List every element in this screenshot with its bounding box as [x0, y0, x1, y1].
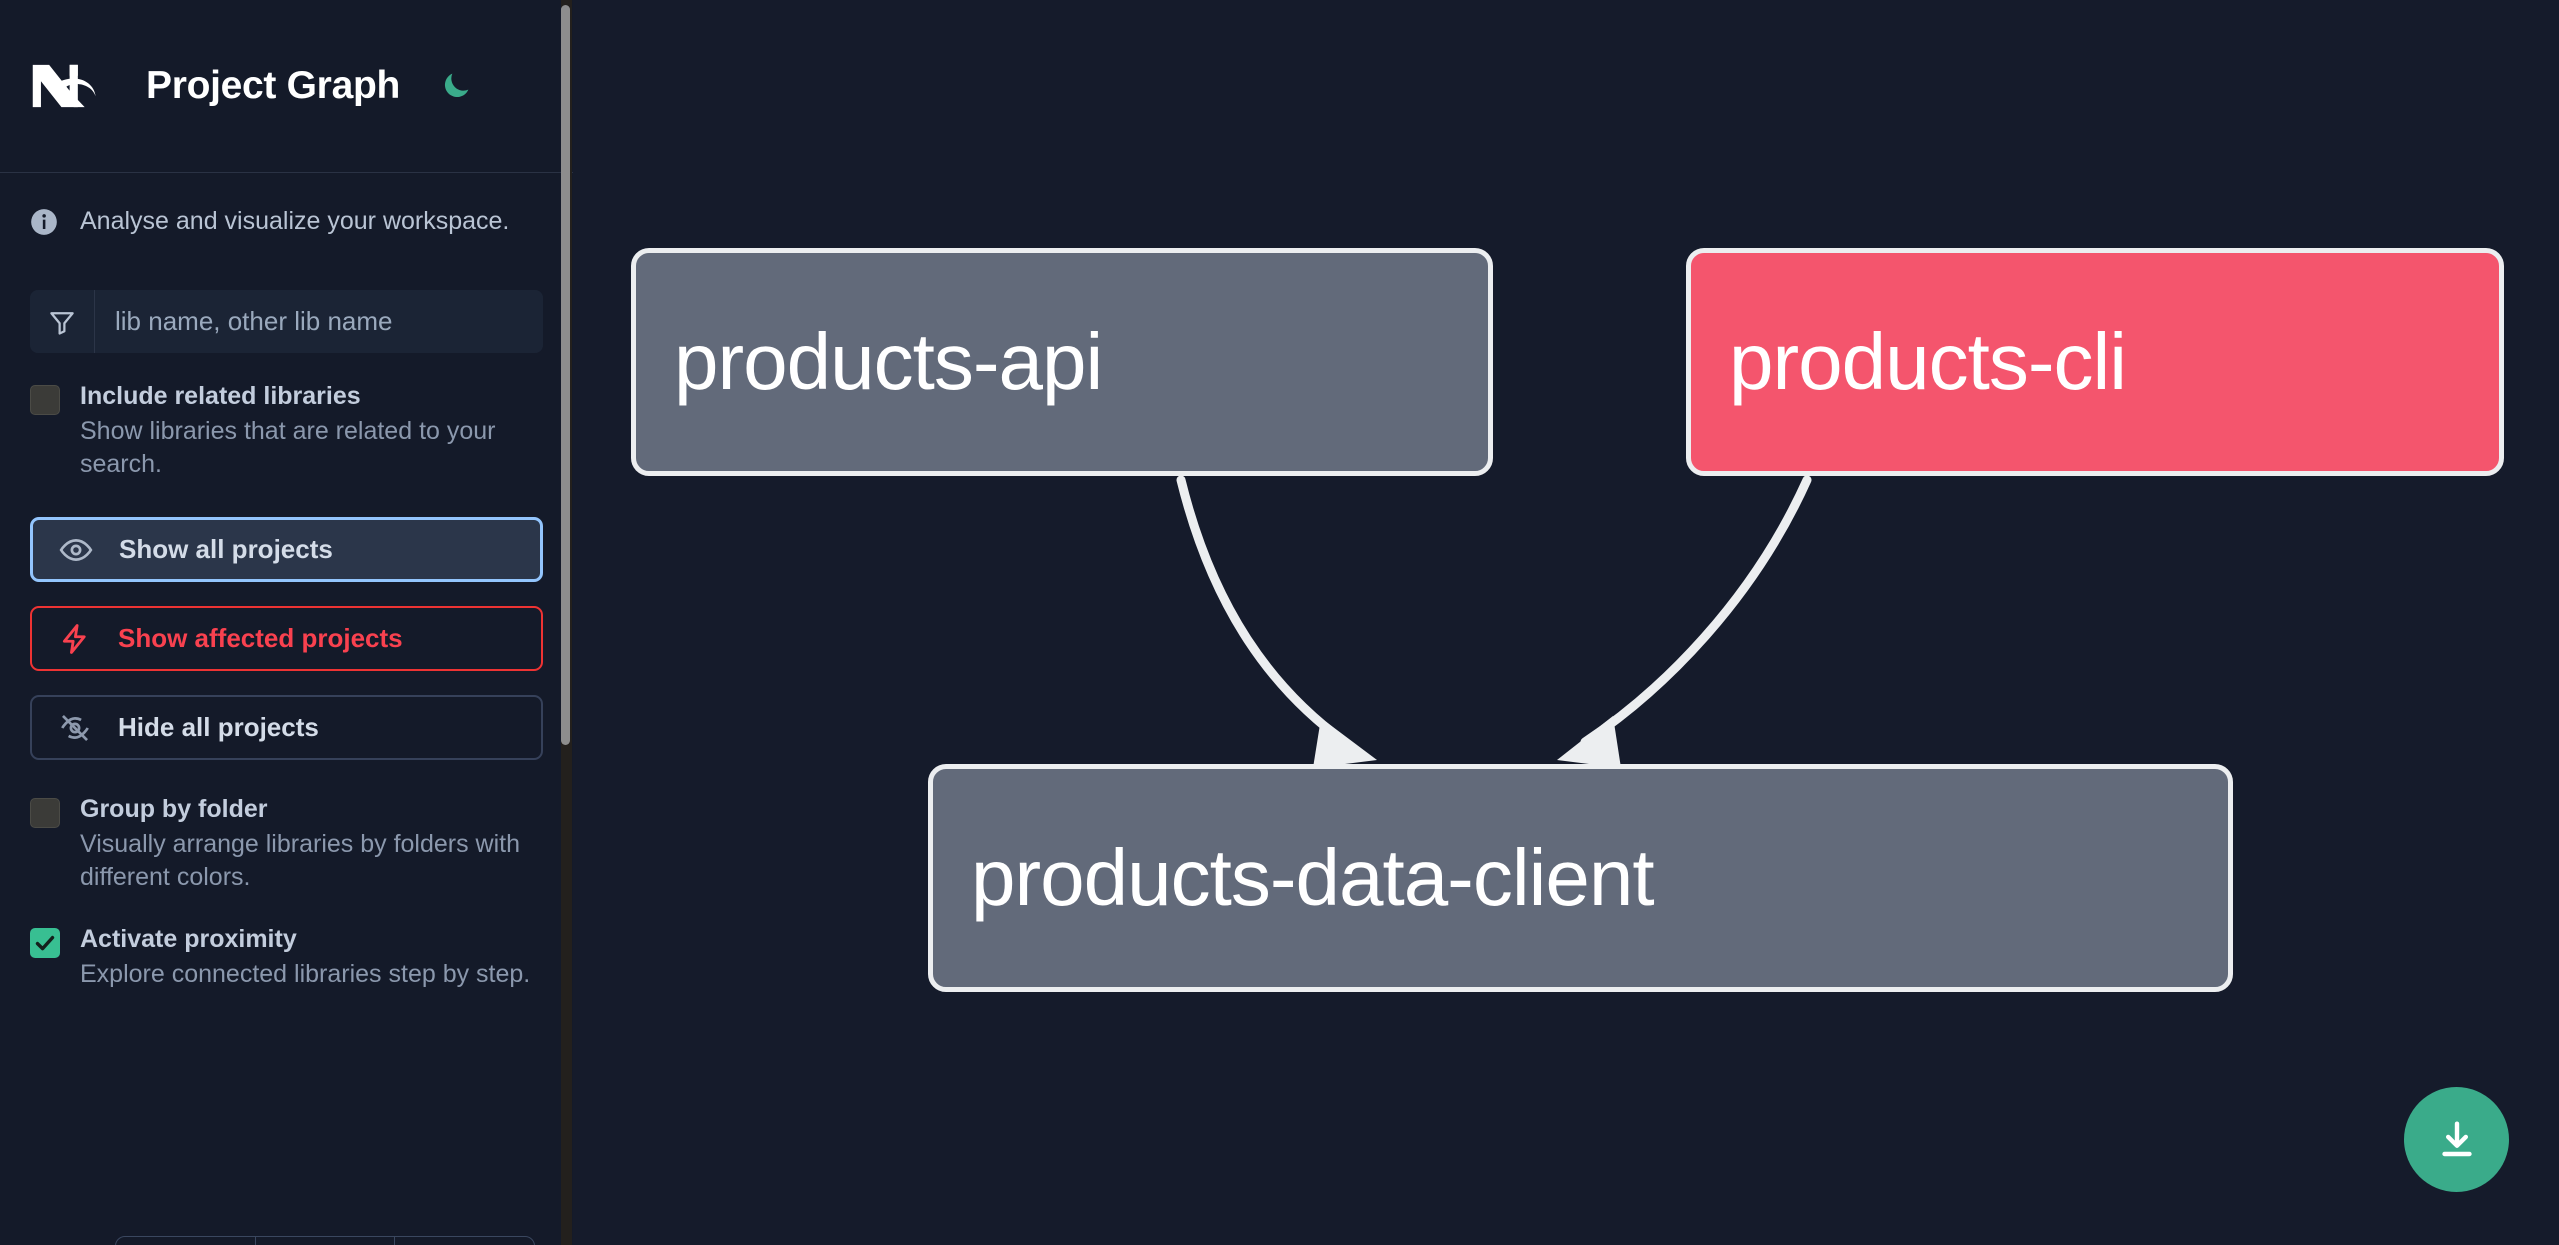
- edge-products-api-to-data-client: [1176, 475, 1350, 747]
- group-by-folder-label: Group by folder: [80, 795, 268, 823]
- workspace-info-text: Analyse and visualize your workspace.: [80, 207, 510, 235]
- graph-edges: [1176, 475, 1812, 768]
- page-title: Project Graph: [146, 64, 400, 107]
- search-input[interactable]: [95, 290, 543, 353]
- activate-proximity-label: Activate proximity: [80, 925, 297, 953]
- graph-node-products-data-client[interactable]: products-data-client: [928, 764, 2233, 992]
- group-by-folder-checkbox[interactable]: [30, 798, 60, 828]
- sidebar-content: Project Graph Analyse and visualize your…: [0, 0, 573, 991]
- lightning-bolt-icon: [56, 620, 94, 658]
- segment-option-2[interactable]: [256, 1237, 396, 1245]
- checkbox-include-related-libraries[interactable]: Include related libraries Show libraries…: [0, 381, 573, 481]
- info-circle-icon: [30, 208, 58, 236]
- include-related-libraries-label: Include related libraries: [80, 382, 361, 410]
- show-affected-projects-label: Show affected projects: [118, 623, 403, 653]
- eye-off-icon: [56, 709, 94, 747]
- workspace-info: Analyse and visualize your workspace.: [0, 173, 573, 270]
- graph-node-label: products-api: [674, 317, 1103, 406]
- eye-icon: [57, 531, 95, 569]
- tracing-mode-segments[interactable]: [115, 1236, 535, 1245]
- graph-node-label: products-data-client: [971, 833, 1655, 922]
- checkbox-group-by-folder[interactable]: Group by folder Visually arrange librari…: [0, 794, 573, 894]
- sidebar-scrollbar-thumb[interactable]: [561, 5, 570, 745]
- group-by-folder-description: Visually arrange libraries by folders wi…: [80, 830, 521, 891]
- search-bar: [30, 290, 543, 353]
- graph-node-label: products-cli: [1729, 317, 2127, 406]
- activate-proximity-description: Explore connected libraries step by step…: [80, 960, 531, 988]
- visibility-button-group: Show all projects Show affected projects: [30, 517, 543, 760]
- nx-logo-icon: [30, 58, 112, 114]
- sidebar: Project Graph Analyse and visualize your…: [0, 0, 573, 1245]
- moon-icon[interactable]: [434, 64, 478, 108]
- checkbox-activate-proximity[interactable]: Activate proximity Explore connected lib…: [0, 924, 573, 991]
- include-related-libraries-description: Show libraries that are related to your …: [80, 417, 496, 478]
- sidebar-header: Project Graph: [0, 0, 573, 173]
- hide-all-projects-button[interactable]: Hide all projects: [30, 695, 543, 760]
- download-image-button[interactable]: [2404, 1087, 2509, 1192]
- segment-option-1[interactable]: [116, 1237, 256, 1245]
- show-affected-projects-button[interactable]: Show affected projects: [30, 606, 543, 671]
- graph-node-products-api[interactable]: products-api: [631, 248, 1493, 476]
- show-all-projects-button[interactable]: Show all projects: [30, 517, 543, 582]
- hide-all-projects-label: Hide all projects: [118, 712, 319, 742]
- graph-canvas[interactable]: products-api products-cli products-data-…: [573, 0, 2559, 1245]
- show-all-projects-label: Show all projects: [119, 534, 333, 564]
- segment-option-3[interactable]: [395, 1237, 534, 1245]
- include-related-libraries-checkbox[interactable]: [30, 385, 60, 415]
- filter-funnel-icon[interactable]: [30, 290, 95, 353]
- activate-proximity-checkbox[interactable]: [30, 928, 60, 958]
- download-icon: [2441, 1121, 2472, 1156]
- sidebar-scrollbar-track[interactable]: [561, 0, 572, 1245]
- arrowhead-2: [1557, 716, 1621, 768]
- graph-node-products-cli[interactable]: products-cli: [1686, 248, 2504, 476]
- arrowhead-1: [1313, 718, 1377, 768]
